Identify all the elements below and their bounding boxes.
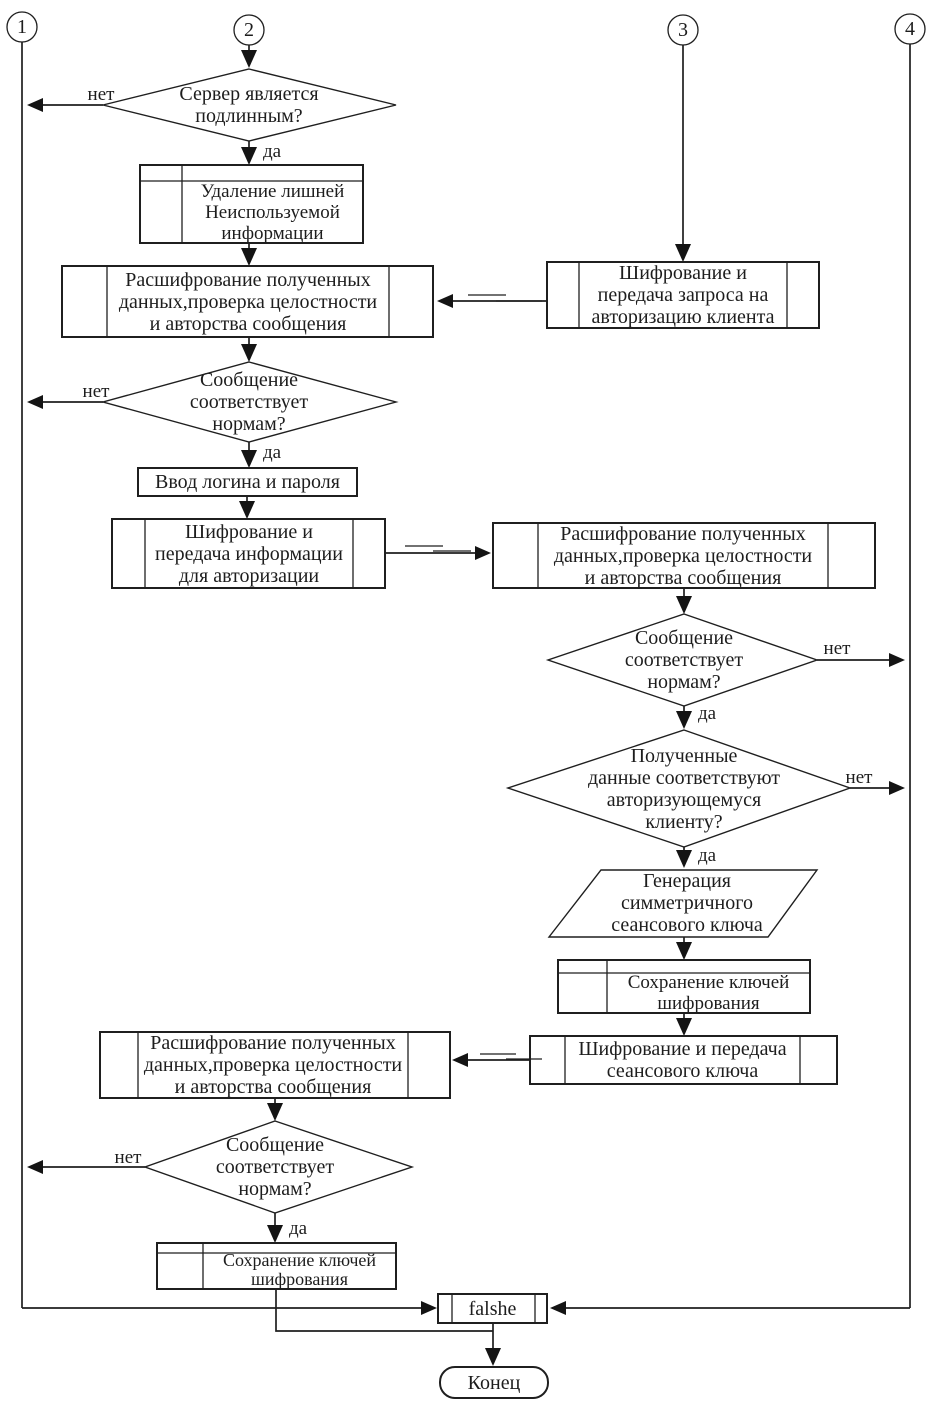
decision-msg-norms-2-shape [545,613,820,707]
arrow-server-authentic-yes [241,141,257,165]
arrow-norms2-no [817,653,905,667]
arrow-match-no [850,781,905,795]
arrow-save1-to-encryptkey [676,1013,692,1036]
process-decrypt-received-2-shape [492,522,876,589]
arrow-remove-to-decrypt1 [241,243,257,266]
process-remove-unused-shape [139,164,364,244]
arrow-decrypt3-to-norms3 [267,1098,283,1121]
arrow-norms1-no [27,395,103,409]
arrow-norms1-yes [241,442,257,468]
decision-msg-norms-1-shape [100,361,399,443]
process-encrypt-auth-request-shape [546,261,820,329]
process-decrypt-received-3-shape [99,1031,451,1099]
process-save-keys-1-shape [557,959,811,1014]
decision-server-authentic-shape [102,68,397,142]
connector-2-circle [233,14,265,68]
process-false-result-shape [437,1293,548,1324]
arrow-decrypt2-to-norms2 [676,588,692,614]
arrow-decrypt1-to-norms1 [241,337,257,362]
arrow-norms3-yes [267,1213,283,1243]
decision-msg-norms-3-shape [142,1120,415,1214]
connector-1-circle [6,11,38,43]
process-save-keys-2-shape [156,1242,397,1290]
arrow-norms2-yes [676,706,692,729]
terminator-end-shape [439,1366,549,1399]
arrow-transmit-auth-right [385,545,491,560]
process-encrypt-session-key-shape [529,1035,838,1085]
rail-connector-4 [550,44,911,1315]
arrow-transmit-key-left [452,1053,542,1067]
arrow-norms3-no [27,1160,145,1174]
arrow-login-to-encrypt [239,496,255,519]
arrow-server-authentic-no [27,98,103,112]
arrow-match-yes [676,847,692,868]
io-generate-key-shape [547,869,819,938]
process-enter-login-shape [137,467,358,497]
arrow-generate-to-save [676,937,692,960]
arrow-false-to-end [485,1323,501,1366]
arrow-transmit-request-left [437,294,547,308]
decision-data-match-shape [505,729,853,848]
rail-connector-1 [21,42,437,1315]
process-decrypt-received-1-shape [61,265,434,338]
process-encrypt-auth-info-shape [111,518,386,589]
connector-4-circle [894,13,926,45]
connector-3-circle [667,14,699,262]
connector-save2-to-end-line [275,1289,493,1332]
